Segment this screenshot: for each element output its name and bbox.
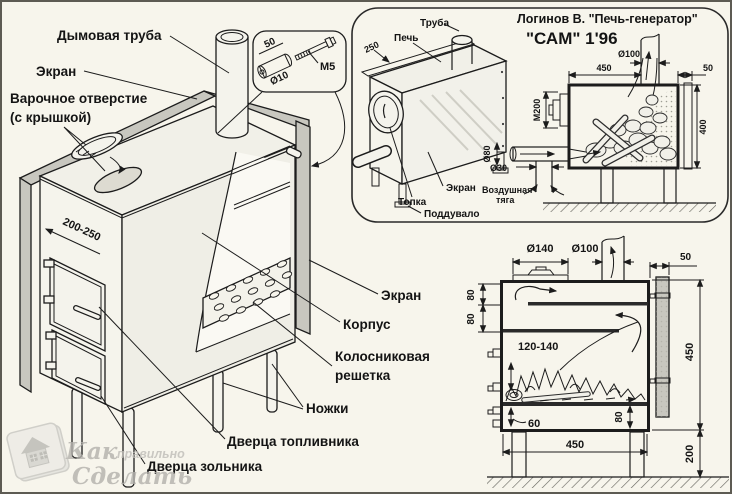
- screen-bolt-peg: [285, 146, 302, 159]
- baffle-upper: [528, 302, 648, 306]
- label-chimney-pipe: Дымовая труба: [57, 28, 162, 43]
- label-screen-top: Экран: [36, 64, 76, 79]
- flow-arrows: [514, 285, 642, 371]
- bolt: [294, 36, 337, 61]
- section-dim-height: 450: [684, 343, 696, 361]
- label-grate-line1: Колосниковая: [335, 349, 430, 364]
- main-labels: Дымовая труба Экран Варочное отверстие (…: [10, 28, 430, 474]
- bolt-detail-inset: 50 Ø10 М5: [217, 30, 347, 168]
- inset-label-ash-pit: Поддувало: [424, 209, 479, 220]
- inset-air-pipe: [509, 146, 602, 196]
- section-dim-chimney: Ø100: [572, 243, 599, 255]
- label-fuel-door: Дверца топливника: [227, 434, 359, 449]
- inset-dim-width: 450: [596, 63, 611, 73]
- grate-line: [503, 402, 647, 406]
- label-grate-line2: решетка: [335, 368, 391, 383]
- section-dimensions: Ø140 Ø100 50 80 80 120-140 450 60: [466, 243, 712, 479]
- inset-title-line1: Логинов В. "Печь-генератор": [517, 12, 698, 26]
- inset-dim-door: М200: [532, 99, 542, 122]
- inset-iso-stove: Труба Печь 250 Экран Топка Поддувало: [352, 17, 509, 220]
- grate-holes: [208, 260, 293, 322]
- label-legs: Ножки: [306, 401, 348, 416]
- section-dim-screen-gap: 50: [680, 252, 692, 263]
- label-cooking-hole-line1: Варочное отверстие: [10, 91, 148, 106]
- section-lid: [512, 266, 569, 282]
- watermark-word-2: правильно: [117, 447, 185, 461]
- label-body: Корпус: [343, 317, 391, 332]
- inset-label-stove: Печь: [394, 33, 418, 44]
- inset-dim-height: 400: [698, 119, 708, 134]
- section-dim-ash: 80: [614, 411, 625, 423]
- bolt-thread-label: М5: [320, 61, 335, 73]
- inset-title-line2: "САМ" 1'96: [526, 29, 618, 48]
- chimney-pipe: [215, 29, 249, 139]
- inset-label-screen: Экран: [446, 183, 476, 194]
- cooking-hole: [93, 166, 143, 194]
- baffle-lower: [503, 329, 619, 333]
- inset-dim-screen-gap: 50: [703, 63, 713, 73]
- label-screen-right: Экран: [381, 288, 421, 303]
- bottom-cross-section: Ø140 Ø100 50 80 80 120-140 450 60: [466, 235, 729, 488]
- inset-label-draft-line2: тяга: [496, 195, 515, 205]
- magazine-inset-panel: Логинов В. "Печь-генератор" "САМ" 1'96: [351, 7, 729, 223]
- label-cooking-hole-line2: (с крышкой): [10, 110, 91, 125]
- house-icon: [6, 422, 70, 482]
- inset-cross-section: 450 Ø100 50 400 М200 Ø80 Ø30 Воздушная т…: [482, 33, 716, 212]
- spacer-cylinder: [257, 53, 293, 79]
- inset-dim-chimney: Ø100: [618, 49, 640, 59]
- watermark-word-3: Сделать: [72, 463, 192, 490]
- section-dim-width: 450: [566, 439, 584, 451]
- section-dim-lid: Ø140: [527, 243, 554, 255]
- inset-dim-air-hole: Ø30: [490, 163, 507, 173]
- section-dim-door: 60: [528, 418, 540, 430]
- stove-legs: [71, 349, 278, 488]
- inset-label-firebox: Топка: [398, 197, 427, 208]
- section-dim-legs: 200: [684, 445, 696, 463]
- fire-drawing: [505, 367, 646, 401]
- label-ash-door: Дверца зольника: [147, 459, 263, 474]
- watermark-word-1: Как: [65, 438, 118, 465]
- ash-door: [45, 328, 106, 406]
- section-dim-baffle-mid: 80: [466, 313, 477, 325]
- inset-label-pipe: Труба: [420, 17, 449, 29]
- section-dim-baffle-top: 80: [466, 289, 477, 301]
- watermark: Как правильно Сделать: [6, 422, 192, 490]
- fuel-door: [43, 256, 106, 353]
- inset-dim-air-pipe: Ø80: [482, 145, 492, 162]
- section-dim-fuel: 120-140: [518, 341, 558, 353]
- cooking-lid: [71, 132, 123, 160]
- inset-label-draft-line1: Воздушная: [482, 185, 532, 195]
- main-stove-drawing: 200-250 Дымовая труба Экран Варочное отв…: [10, 28, 430, 488]
- bolt-length-dim: 50: [263, 36, 278, 51]
- section-hinges: [487, 348, 502, 428]
